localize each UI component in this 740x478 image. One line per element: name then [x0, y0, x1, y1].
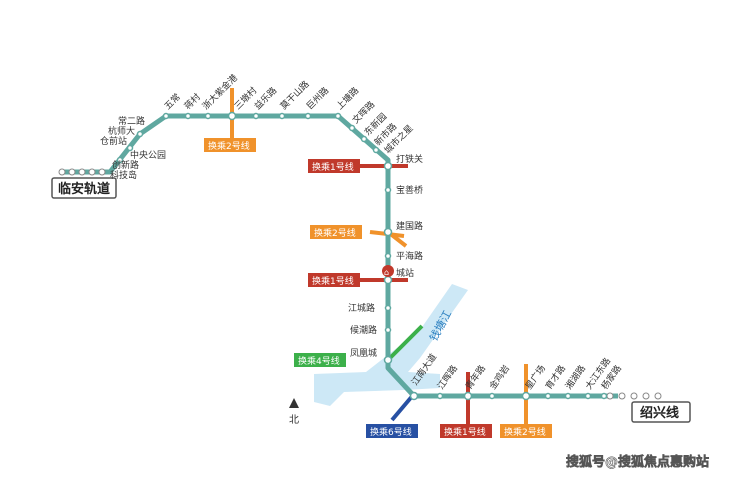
- svg-text:换乘2号线: 换乘2号线: [504, 426, 546, 438]
- line4-branch: [386, 324, 424, 362]
- station-label: 常二路: [118, 115, 145, 127]
- station-label: 湘湖路: [563, 363, 588, 392]
- north-arrow: 北: [289, 398, 299, 426]
- svg-text:北: 北: [289, 414, 299, 426]
- svg-text:换乘6号线: 换乘6号线: [370, 426, 412, 438]
- transfer-line2-mid: 换乘2号线: [310, 225, 362, 239]
- transfer-line1-b: 换乘1号线: [308, 273, 360, 287]
- station-label: 宝善桥: [396, 184, 423, 196]
- transfer-line6: 换乘6号线: [366, 424, 418, 438]
- endpoint-left-dots: [58, 168, 106, 176]
- transfer-line4: 换乘4号线: [294, 353, 346, 367]
- station-label: 平海路: [396, 250, 423, 262]
- svg-text:换乘2号线: 换乘2号线: [208, 140, 250, 152]
- station-label: 益乐路: [252, 85, 280, 113]
- watermark: 搜狐号@搜狐焦点惠购站: [566, 454, 709, 470]
- svg-text:换乘4号线: 换乘4号线: [298, 355, 340, 367]
- station-label: 创新路: [112, 159, 139, 171]
- station-label: 城站: [396, 267, 414, 279]
- svg-text:临安轨道: 临安轨道: [58, 181, 110, 197]
- station-label: 候潮路: [350, 324, 377, 336]
- line6-branch: [390, 392, 416, 422]
- station-dots: [116, 111, 608, 401]
- station-label: 凤凰城: [350, 348, 377, 359]
- qiantang-river: [314, 284, 468, 406]
- station-label: 中央公园: [130, 149, 166, 161]
- svg-text:换乘2号线: 换乘2号线: [314, 227, 356, 239]
- station-label: 打铁关: [396, 153, 423, 165]
- svg-text:⌂: ⌂: [384, 268, 389, 277]
- transfer-line2-top: 换乘2号线: [204, 138, 256, 152]
- station-label: 金鸡岩: [487, 363, 512, 392]
- station-label: 仓前站: [100, 135, 127, 147]
- transfer-line2-c: 换乘2号线: [500, 424, 552, 438]
- transfer-line1-c: 换乘1号线: [440, 424, 492, 438]
- transfer-line1-a: 换乘1号线: [308, 159, 360, 173]
- svg-text:换乘1号线: 换乘1号线: [312, 161, 354, 173]
- endpoint-right: 绍兴线: [631, 401, 691, 423]
- station-label: 上塘路: [334, 85, 362, 113]
- svg-text:换乘1号线: 换乘1号线: [444, 426, 486, 438]
- endpoint-left: 临安轨道: [51, 177, 117, 199]
- station-label: 建国路: [396, 220, 423, 232]
- station-label: 科技岛: [110, 169, 137, 181]
- svg-text:绍兴线: 绍兴线: [640, 405, 679, 421]
- railway-station-icon: [382, 265, 394, 277]
- station-label: 育才路: [543, 363, 568, 392]
- station-label: 五常: [162, 91, 183, 112]
- station-label: 江城路: [348, 302, 375, 314]
- svg-text:换乘1号线: 换乘1号线: [312, 275, 354, 287]
- station-label: 蒋村: [182, 91, 203, 112]
- station-label: 杭师大: [108, 125, 135, 137]
